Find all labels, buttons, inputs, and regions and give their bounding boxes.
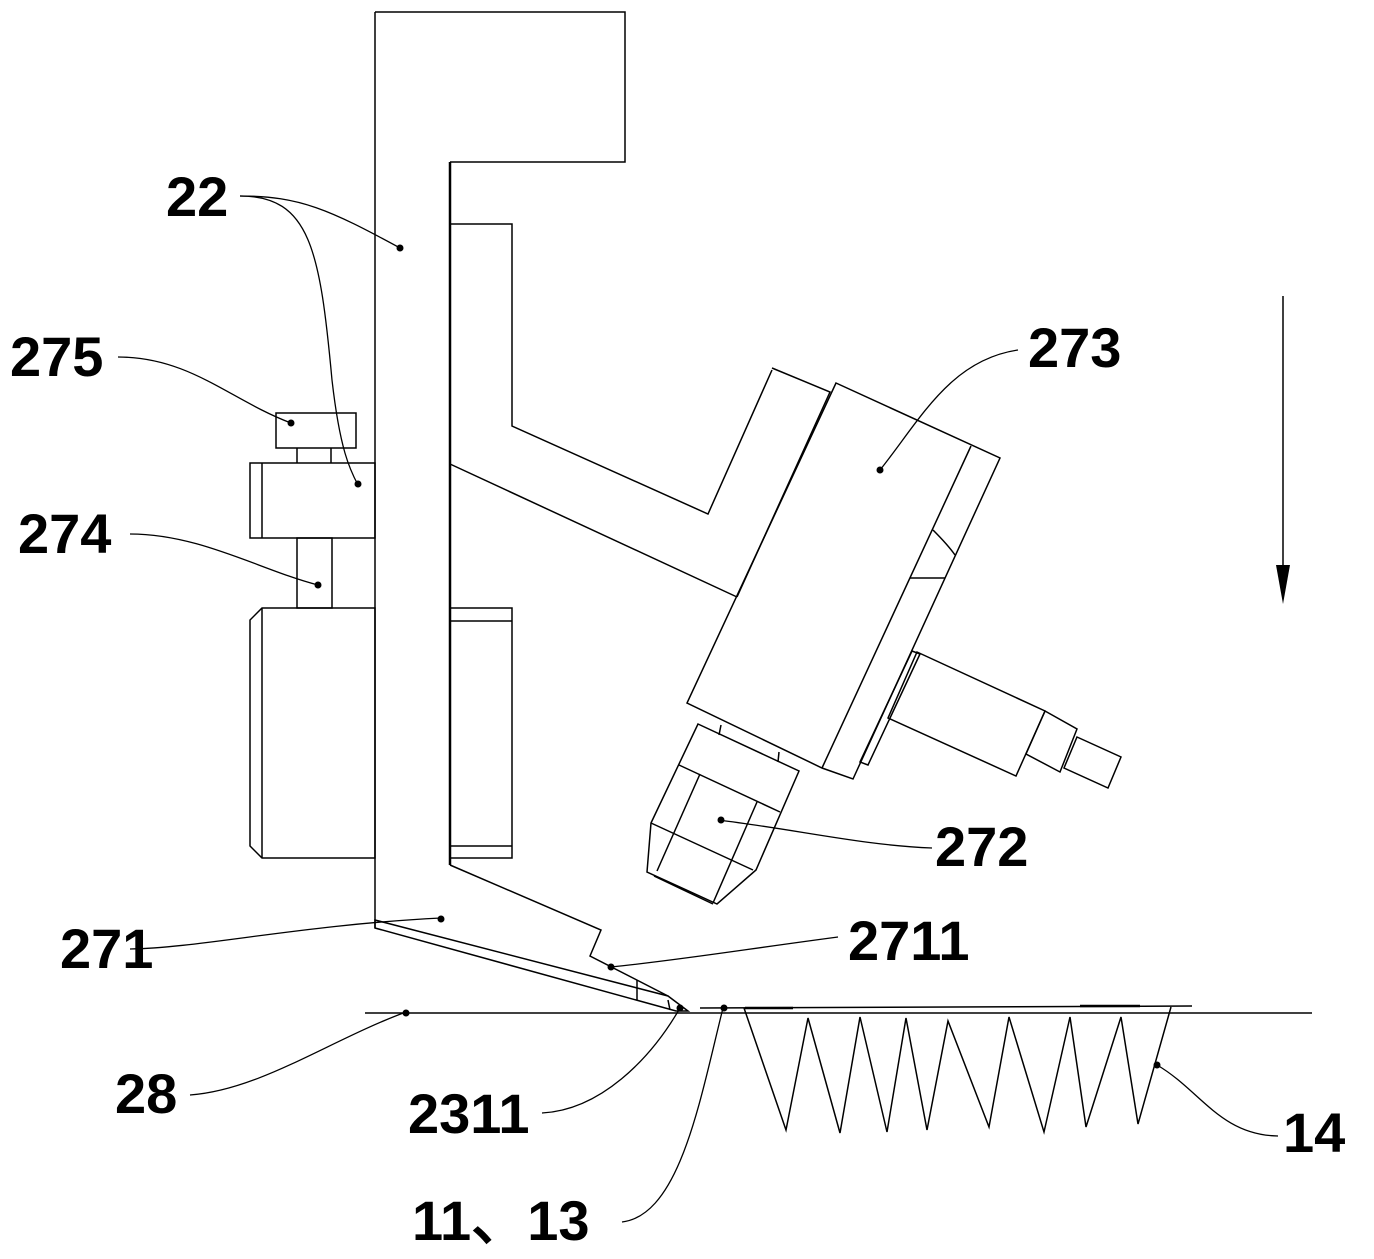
label-14: 14	[1283, 1101, 1345, 1164]
label-28: 28	[115, 1062, 177, 1125]
label-22: 22	[166, 165, 228, 228]
label-275: 275	[10, 325, 103, 388]
motor-block	[249, 607, 376, 859]
label-2711: 2711	[848, 909, 970, 972]
component-clamp	[249, 462, 376, 539]
leader-lines	[117, 195, 1279, 1223]
label-272: 272	[935, 815, 1028, 878]
label-273: 273	[1028, 316, 1121, 379]
arrow-down-icon	[1276, 296, 1290, 604]
leader-dots	[287, 244, 1161, 1069]
component-274	[296, 537, 333, 609]
spring-14	[743, 1006, 1172, 1135]
sensor-273	[686, 367, 1122, 790]
frame-22	[374, 11, 773, 997]
label-2311: 2311	[408, 1082, 530, 1145]
component-275	[275, 412, 357, 463]
label-11-13: 11、13	[412, 1189, 590, 1252]
label-271: 271	[60, 917, 153, 980]
blade-271	[374, 919, 691, 1012]
lens-272	[646, 723, 800, 905]
label-274: 274	[18, 502, 111, 565]
base-line-28	[365, 1004, 1312, 1014]
